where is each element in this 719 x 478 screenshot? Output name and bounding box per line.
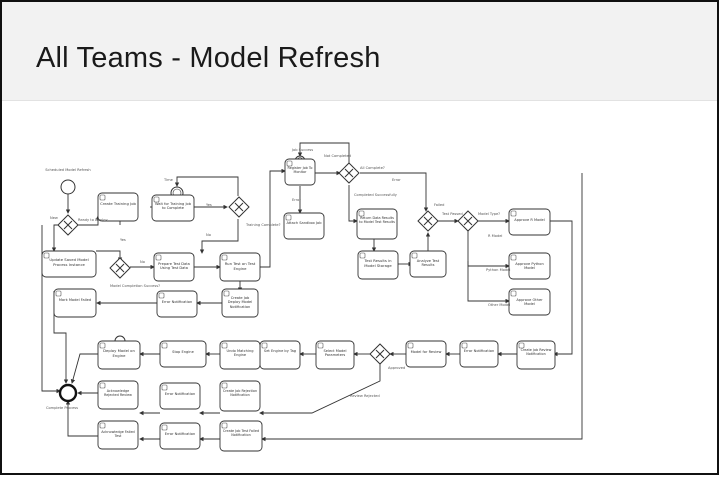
task-error-notification-4: Error Notification bbox=[159, 422, 201, 450]
task-approve-other-model: Approve Other Model bbox=[508, 288, 551, 316]
task-deploy-model-engine: Deploy Model on Engine bbox=[97, 340, 141, 370]
label-review-rejected: Review Rejected bbox=[350, 394, 380, 398]
page-title: All Teams - Model Refresh bbox=[36, 42, 381, 74]
gear-icon bbox=[285, 214, 292, 221]
flow-labels: Ready to Deploy New Model Completion Suc… bbox=[50, 148, 510, 398]
label-error-2: Error bbox=[392, 178, 401, 182]
task-set-engine-tag: Set Engine by Tag bbox=[259, 340, 301, 370]
gear-icon bbox=[518, 342, 525, 349]
task-run-test-engine: Run Test on Test Engine bbox=[219, 252, 261, 282]
gear-icon bbox=[99, 382, 106, 389]
label-not-completed: Not Completed bbox=[324, 154, 351, 158]
gear-icon bbox=[358, 210, 365, 217]
task-undo-matching-engine: Undo Matching Engine bbox=[219, 340, 261, 370]
gear-icon bbox=[461, 342, 468, 349]
gateway-marks bbox=[63, 168, 473, 359]
task-return-data-results: Return Data Results to Model Test Result… bbox=[356, 208, 398, 240]
label-training-complete: Training Complete? bbox=[245, 223, 281, 227]
gear-icon bbox=[99, 194, 106, 201]
svg-text:Time: Time bbox=[163, 178, 174, 182]
gear-icon bbox=[221, 422, 228, 429]
task-create-training-job: Create Training Job bbox=[97, 192, 139, 222]
flow-lines bbox=[41, 142, 583, 442]
task-wait-training-job: Wait for Training Job to Complete bbox=[151, 194, 195, 222]
label-failed: Failed bbox=[434, 203, 444, 207]
task-acknowledge-failed: Acknowledge Failed Test bbox=[97, 420, 139, 450]
gear-icon bbox=[221, 382, 228, 389]
process-diagram: Scheduled Model Refresh Complete Process… bbox=[41, 142, 583, 452]
task-attach-sandbox-job: Attach Sandbox Job bbox=[283, 212, 325, 240]
gear-icon bbox=[317, 342, 324, 349]
task-create-review-notif: Create Job Review Notification bbox=[516, 340, 556, 370]
label-completed-successfully: Completed Successfully bbox=[354, 193, 398, 197]
gear-icon bbox=[261, 342, 268, 349]
gear-icon bbox=[411, 252, 418, 259]
task-test-results: Test Results in Model Storage bbox=[357, 250, 399, 280]
gear-icon bbox=[223, 290, 230, 297]
task-update-saved-model: Update Saved Model Process Instance bbox=[41, 250, 97, 278]
label-all-complete: All Complete? bbox=[360, 166, 385, 170]
label-ready-to-deploy: Ready to Deploy bbox=[78, 218, 109, 222]
gear-icon bbox=[155, 254, 162, 261]
task-error-notification-3: Error Notification bbox=[159, 382, 201, 410]
label-test-passed: Test Passed bbox=[441, 212, 463, 216]
label-model-type: Model Type? bbox=[478, 212, 500, 216]
gear-icon bbox=[510, 254, 517, 261]
label-new: New bbox=[50, 216, 58, 220]
gear-icon bbox=[407, 342, 414, 349]
gear-icon bbox=[510, 210, 517, 217]
task-error-notification: Error Notification bbox=[156, 290, 198, 318]
label-r-model: R Model bbox=[488, 234, 502, 238]
label-yes: Yes bbox=[120, 238, 126, 242]
gear-icon bbox=[43, 252, 50, 259]
label-python-model: Python Model bbox=[486, 268, 510, 272]
gear-icon bbox=[99, 342, 106, 349]
task-type-icons bbox=[43, 160, 525, 431]
task-model-for-review: Model for Review bbox=[405, 340, 447, 368]
gear-icon bbox=[99, 422, 106, 429]
label-model-completed: Model Completion Success? bbox=[110, 284, 160, 288]
gear-icon bbox=[158, 292, 165, 299]
label-job-success: Job Success bbox=[291, 148, 313, 152]
task-stop-engine: Stop Engine bbox=[159, 340, 207, 368]
task-create-rejection-notif: Create Job Rejection Notification bbox=[219, 380, 261, 412]
task-create-job-notif: Create Job Deploy Model Notification bbox=[221, 288, 259, 318]
task-select-model-params: Select Model Parameters bbox=[315, 340, 355, 370]
process-diagram-canvas: Scheduled Model Refresh Complete Process… bbox=[2, 101, 717, 473]
gear-icon bbox=[286, 160, 293, 167]
svg-text:Complete Process: Complete Process bbox=[46, 406, 78, 410]
svg-text:Scheduled Model Refresh: Scheduled Model Refresh bbox=[45, 168, 90, 172]
label-no: No bbox=[140, 260, 145, 264]
label-error: Error bbox=[292, 198, 301, 202]
task-error-notification-2: Error Notification bbox=[459, 340, 499, 368]
gear-icon bbox=[221, 342, 228, 349]
gear-icon bbox=[510, 290, 517, 297]
gear-icon bbox=[55, 290, 62, 297]
start-event: Scheduled Model Refresh bbox=[45, 168, 91, 195]
task-register-job-monitor: Register Job To Monitor bbox=[284, 158, 316, 186]
gear-icon bbox=[153, 196, 160, 203]
task-approve-python-model: Approve Python Model bbox=[508, 252, 551, 280]
page-header: All Teams - Model Refresh bbox=[2, 2, 717, 101]
end-event: Complete Process bbox=[46, 383, 78, 410]
gear-icon bbox=[161, 342, 168, 349]
gear-icon bbox=[161, 384, 168, 391]
task-create-failed-notif: Create Job Test Failed Notification bbox=[219, 420, 263, 452]
gear-icon bbox=[221, 254, 228, 261]
task-acknowledge-rejected: Acknowledge Rejected Review bbox=[97, 380, 139, 410]
task-approve-r-model: Approve R Model bbox=[508, 208, 551, 236]
label-approved: Approved bbox=[388, 366, 405, 370]
task-analyze-results: Analyze Test Results bbox=[409, 250, 447, 278]
task-mark-model-failed: Mark Model Failed bbox=[53, 288, 97, 318]
label-yes-2: Yes bbox=[206, 203, 212, 207]
task-prepare-test-data: Prepare Test Data Using Test Data bbox=[153, 252, 195, 282]
label-no-2: No bbox=[206, 233, 211, 237]
gear-icon bbox=[359, 252, 366, 259]
label-other-model: Other Model bbox=[488, 303, 510, 307]
tasks: Update Saved Model Process Instance Crea… bbox=[41, 158, 556, 452]
gear-icon bbox=[161, 424, 168, 431]
